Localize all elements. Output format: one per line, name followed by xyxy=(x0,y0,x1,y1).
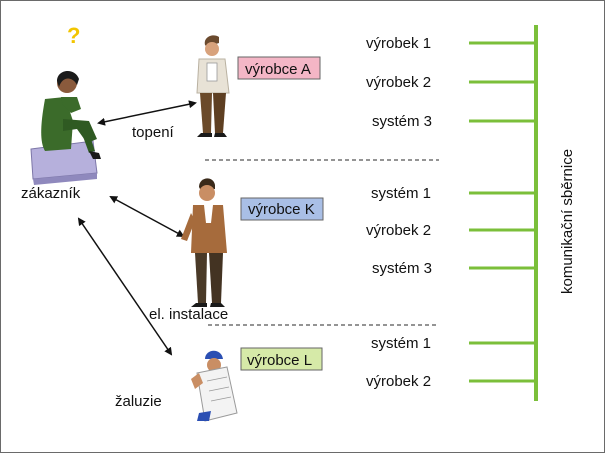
manufacturer-a-figure xyxy=(196,35,230,137)
item-label-l-1: systém 1 xyxy=(371,335,431,352)
question-mark: ? xyxy=(67,23,80,48)
item-label-l-2: výrobek 2 xyxy=(366,373,431,390)
manufacturer-k-figure xyxy=(181,178,227,307)
link-label-heating: topení xyxy=(132,124,175,141)
item-label-a-2: výrobek 2 xyxy=(366,74,431,91)
link-label-blinds: žaluzie xyxy=(115,393,162,410)
customer-figure xyxy=(30,70,101,185)
customer-label: zákazník xyxy=(21,185,81,202)
item-label-k-2: výrobek 2 xyxy=(366,222,431,239)
item-label-a-3: systém 3 xyxy=(372,113,432,130)
manufacturer-a-label: výrobce A xyxy=(245,61,311,78)
manufacturer-k-box xyxy=(240,197,324,221)
manufacturer-l-label: výrobce L xyxy=(247,352,312,369)
item-label-a-1: výrobek 1 xyxy=(366,35,431,52)
bus-label: komunikační sběrnice xyxy=(559,149,576,294)
arrow-customer-to-manufacturer-l xyxy=(77,217,173,356)
item-label-k-1: systém 1 xyxy=(371,185,431,202)
arrow-customer-to-manufacturer-a xyxy=(97,100,197,126)
manufacturer-a-box xyxy=(237,56,321,80)
link-label-electrical: el. instalace xyxy=(149,306,228,323)
item-label-k-3: systém 3 xyxy=(372,260,432,277)
manufacturer-l-box xyxy=(240,347,323,371)
manufacturer-k-label: výrobce K xyxy=(248,201,315,218)
arrow-customer-to-manufacturer-k xyxy=(109,196,185,237)
manufacturer-l-figure xyxy=(191,350,238,422)
